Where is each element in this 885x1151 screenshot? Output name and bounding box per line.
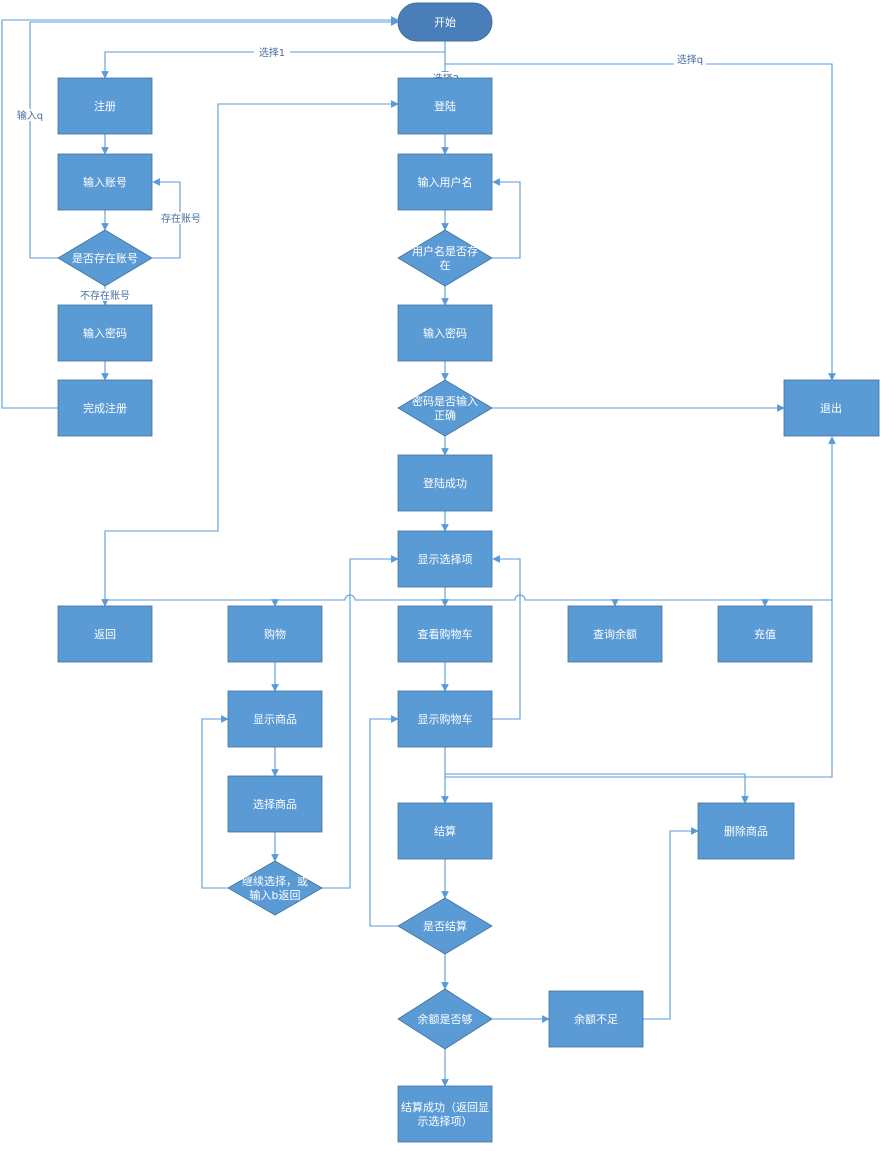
back-label: 返回 (94, 628, 116, 641)
start-node (397, 2, 493, 42)
edge-choiceq-exit (445, 63, 836, 381)
reg-password-node (57, 304, 153, 362)
show-options-label: 显示选择项 (418, 552, 473, 566)
password-correct-label-line1: 密码是否输入 (412, 394, 478, 408)
username-exists-decision (397, 229, 493, 287)
check-balance-node (567, 605, 663, 663)
insufficient-node (548, 990, 644, 1048)
login-success-label: 登陆成功 (423, 476, 467, 490)
edge-showcart-delete (445, 773, 749, 804)
edge-showcart-exit (445, 600, 833, 778)
username-exists-label-line1: 用户名是否存 (412, 244, 478, 258)
username-exists-label-line2: 在 (440, 259, 451, 272)
reg-done-label: 完成注册 (83, 401, 127, 415)
edge-confirm-no (369, 715, 399, 927)
label-inputq: 输入q (17, 109, 43, 122)
input-username-node (397, 153, 493, 211)
balance-enough-decision (397, 988, 493, 1050)
edge-insufficient-delete (643, 827, 699, 1020)
edge-choice1-register (101, 51, 445, 79)
register-node (57, 77, 153, 135)
input-username-label: 输入用户名 (418, 175, 473, 189)
checkout-success-label-line2: 示选择项） (418, 1114, 473, 1128)
checkout-success-node (397, 1085, 493, 1143)
login-success-node (397, 454, 493, 512)
edge-continue-loop (201, 715, 229, 889)
continue-choice-label-line2: 输入b返回 (250, 888, 301, 902)
login-password-label: 输入密码 (423, 326, 467, 340)
shopping-label: 购物 (264, 627, 286, 641)
recharge-node (717, 605, 813, 663)
check-balance-label: 查询余额 (593, 627, 637, 641)
insufficient-label: 余额不足 (574, 1012, 618, 1026)
delete-product-node (697, 802, 795, 860)
label-choice1: 选择1 (259, 46, 285, 59)
checkout-label: 结算 (434, 824, 456, 838)
edge-inputq-start (29, 18, 399, 259)
balance-enough-label: 余额是否够 (418, 1012, 473, 1026)
show-cart-node (397, 690, 493, 748)
login-label: 登陆 (434, 99, 456, 113)
register-label: 注册 (94, 99, 116, 113)
edge-back-login (104, 100, 399, 606)
checkout-success-label-line1: 结算成功（返回显 (401, 1100, 489, 1114)
edge-done-start (1, 16, 399, 409)
shopping-node (227, 605, 323, 663)
edge-showcart-options (492, 555, 521, 720)
flow-edges (1, 16, 836, 1087)
reg-password-label: 输入密码 (83, 326, 127, 340)
exit-label: 退出 (820, 401, 842, 415)
account-exists-decision (57, 229, 153, 287)
password-correct-label-line2: 正确 (434, 409, 456, 422)
login-password-node (397, 304, 493, 362)
select-product-label: 选择商品 (253, 797, 297, 811)
start-label: 开始 (434, 15, 456, 29)
label-choiceq: 选择q (677, 53, 703, 66)
show-cart-label: 显示购物车 (418, 712, 473, 726)
select-product-node (227, 775, 323, 833)
delete-product-label: 删除商品 (724, 824, 768, 838)
show-options-node (397, 530, 493, 588)
confirm-checkout-decision (397, 897, 493, 955)
show-products-node (227, 690, 323, 748)
edge-bus-line (105, 594, 832, 601)
label-account-exists: 存在账号 (161, 212, 201, 225)
confirm-checkout-label: 是否结算 (423, 919, 467, 933)
continue-choice-decision (227, 860, 323, 916)
edge-username-loop (492, 178, 521, 259)
view-cart-node (397, 605, 493, 663)
account-exists-label: 是否存在账号 (72, 251, 138, 265)
flow-nodes: 开始 注册 输入账号 是否存在账号 输入密码 完成注册 登陆 输入用户名 用户名… (57, 2, 880, 1143)
login-node (397, 77, 493, 135)
password-correct-decision (397, 379, 493, 437)
continue-choice-label-line1: 继续选择，或 (242, 874, 308, 888)
label-account-not-exists: 不存在账号 (80, 289, 130, 302)
view-cart-label: 查看购物车 (418, 627, 473, 641)
recharge-label: 充值 (754, 627, 776, 641)
edge-continue-options (322, 555, 399, 889)
exit-node (783, 379, 880, 437)
input-account-node (57, 153, 153, 211)
back-node (57, 605, 153, 663)
input-account-label: 输入账号 (83, 175, 127, 189)
reg-done-node (57, 379, 153, 437)
show-products-label: 显示商品 (253, 712, 297, 726)
checkout-node (397, 802, 493, 860)
